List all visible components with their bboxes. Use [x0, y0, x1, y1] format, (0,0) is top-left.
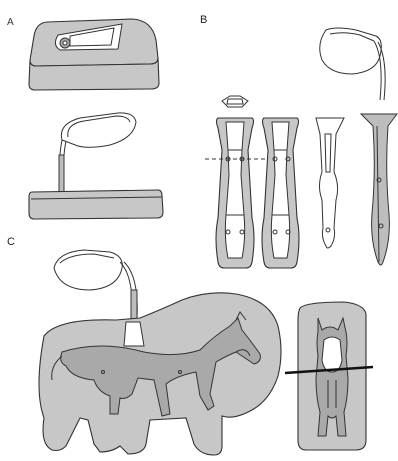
- panel-a-crucible-pouring: [59, 113, 136, 192]
- panel-b-mold-with-metal: [361, 114, 397, 265]
- panel-b-crucible-pouring: [320, 28, 385, 100]
- panel-b-cast-object: [316, 118, 344, 248]
- panel-b-mold-half-left: [205, 118, 265, 268]
- panel-c-horse-mold: [39, 293, 281, 455]
- panel-b-mold-half-right: [262, 118, 299, 268]
- panel-b-mold-profile: [222, 96, 248, 107]
- panel-a-open-mold: [29, 19, 159, 90]
- panel-a-closed-mold: [29, 190, 163, 219]
- panel-c-mold-section: [285, 302, 373, 450]
- panel-c-crucible-pouring: [54, 250, 137, 322]
